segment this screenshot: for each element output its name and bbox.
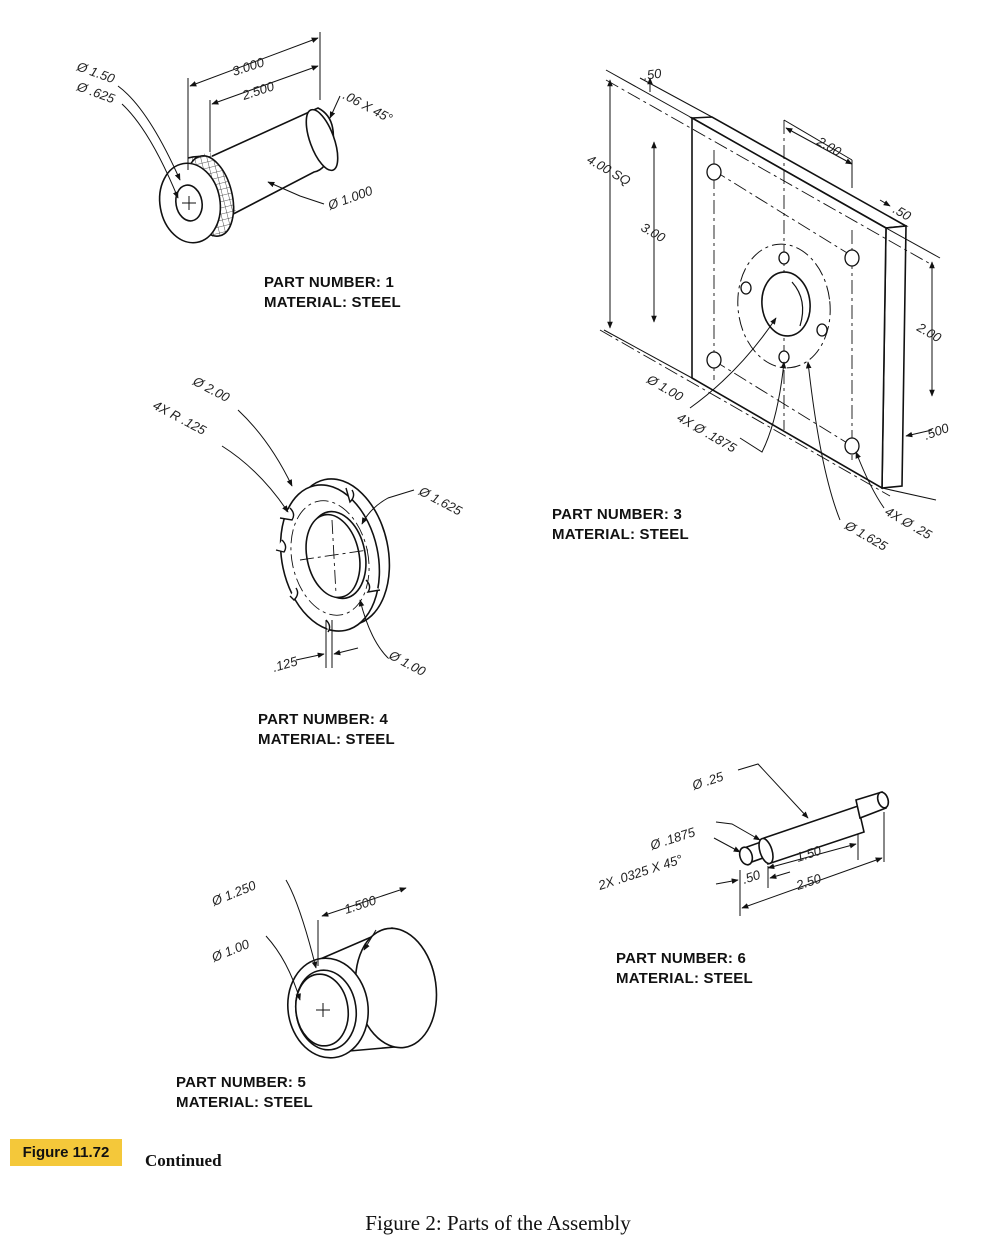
- part-6-material: MATERIAL: STEEL: [616, 970, 753, 987]
- p1-dia-shank: Ø 1.000: [325, 183, 375, 214]
- p6-len-total: 2.50: [793, 871, 823, 894]
- p3-bolt-offset: .500: [922, 420, 952, 443]
- part-5-label: PART NUMBER: 5 MATERIAL: STEEL: [176, 1073, 313, 1113]
- part-1-knurled-pin: [117, 32, 341, 244]
- p3-corner-holes: 4X Ø .25: [883, 504, 936, 543]
- p6-len-end: .50: [740, 867, 763, 887]
- p6-chamfer: 2X .0325 X 45°: [595, 852, 684, 894]
- p3-size: 4.00 SQ: [585, 152, 634, 189]
- p3-half-width: 2.00: [814, 133, 845, 160]
- p3-bolt-circle: Ø 1.625: [842, 517, 891, 554]
- p4-dia-circle: Ø 1.625: [416, 483, 465, 519]
- p3-dia-bore: Ø 1.00: [644, 371, 687, 404]
- p3-half-height: 2.00: [914, 319, 945, 346]
- p1-chamfer: .06 X 45°: [341, 87, 395, 125]
- part-4-material: MATERIAL: STEEL: [258, 731, 395, 748]
- p3-thickness: .50: [642, 65, 663, 82]
- p6-dia-large: Ø .25: [689, 769, 726, 794]
- part-5-material: MATERIAL: STEEL: [176, 1094, 313, 1111]
- p5-dia-inner: Ø 1.00: [209, 936, 252, 965]
- part-5-number: PART NUMBER: 5: [176, 1074, 307, 1091]
- p4-slot-radius: 4X R .125: [151, 397, 210, 438]
- part-6-label: PART NUMBER: 6 MATERIAL: STEEL: [616, 949, 753, 989]
- p1-len-overall: 3.000: [230, 54, 266, 79]
- p6-dia-small: Ø .1875: [647, 824, 697, 853]
- part-1-material: MATERIAL: STEEL: [264, 294, 401, 311]
- p4-dia-outer: Ø 2.00: [190, 373, 233, 405]
- p4-dia-bore: Ø 1.00: [386, 647, 429, 679]
- p5-length: 1.500: [342, 892, 378, 917]
- p1-len-shank: 2.500: [239, 78, 276, 103]
- figure-caption: Figure 2: Parts of the Assembly: [365, 1211, 631, 1235]
- part-1-label: PART NUMBER: 1 MATERIAL: STEEL: [264, 273, 401, 313]
- part-1-number: PART NUMBER: 1: [264, 274, 395, 291]
- part-4-label: PART NUMBER: 4 MATERIAL: STEEL: [258, 710, 395, 750]
- p3-small-holes: 4X Ø .1875: [675, 410, 740, 456]
- part-6-number: PART NUMBER: 6: [616, 950, 747, 967]
- p4-thickness: .125: [271, 653, 300, 675]
- part-6-stepped-pin: [713, 763, 890, 916]
- continued-label: Continued: [145, 1151, 222, 1170]
- part-5-bushing: [265, 879, 438, 1059]
- figure-badge: Figure 11.72: [10, 1139, 122, 1166]
- part-3-material: MATERIAL: STEEL: [552, 526, 689, 543]
- part-3-base-plate: [599, 69, 941, 521]
- part-4-number: PART NUMBER: 4: [258, 711, 389, 728]
- p5-dia-outer: Ø 1.250: [209, 877, 259, 909]
- part-4-slotted-washer: [221, 409, 415, 668]
- part-3-label: PART NUMBER: 3 MATERIAL: STEEL: [552, 505, 689, 545]
- part-3-number: PART NUMBER: 3: [552, 506, 683, 523]
